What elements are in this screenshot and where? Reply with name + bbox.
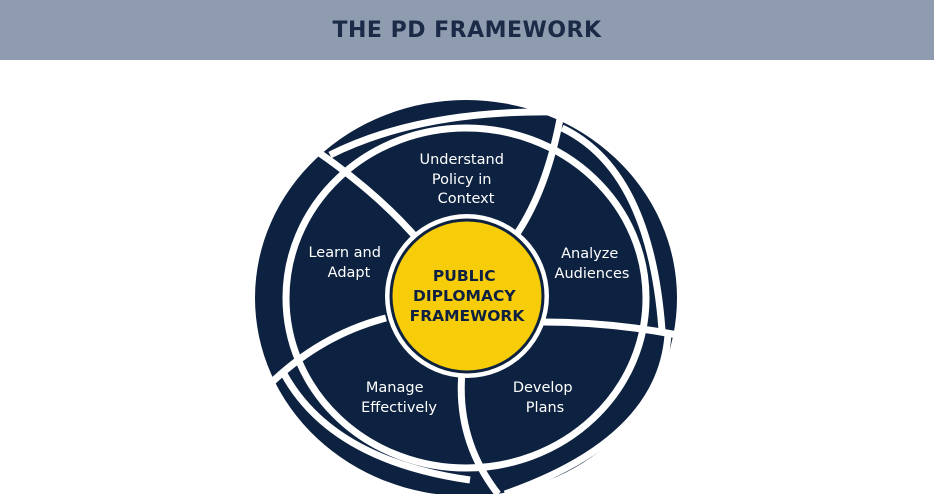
segment-learn-adapt: Learn and Adapt <box>308 245 385 281</box>
segment-understand-policy: Understand Policy in Context <box>419 152 508 207</box>
center-circle <box>389 218 545 374</box>
divider-line <box>457 371 501 494</box>
segment-analyze-audiences: Analyze Audiences <box>555 246 630 282</box>
divider-line <box>279 370 471 484</box>
divider-line <box>265 314 387 389</box>
header-bar: THE PD FRAMEWORK <box>0 0 934 60</box>
center-label: PUBLIC DIPLOMACY FRAMEWORK <box>410 267 526 325</box>
divider-line <box>542 318 679 339</box>
divider-line <box>328 108 556 159</box>
divider-line <box>503 334 672 494</box>
page-title: THE PD FRAMEWORK <box>332 17 602 43</box>
divider-line <box>511 107 566 241</box>
segment-develop-plans: Develop Plans <box>513 380 577 416</box>
segment-manage-effectively: Manage Effectively <box>361 380 437 416</box>
divider-line <box>316 149 423 245</box>
inner-ring-divider <box>282 124 650 472</box>
divider-line <box>560 124 666 331</box>
